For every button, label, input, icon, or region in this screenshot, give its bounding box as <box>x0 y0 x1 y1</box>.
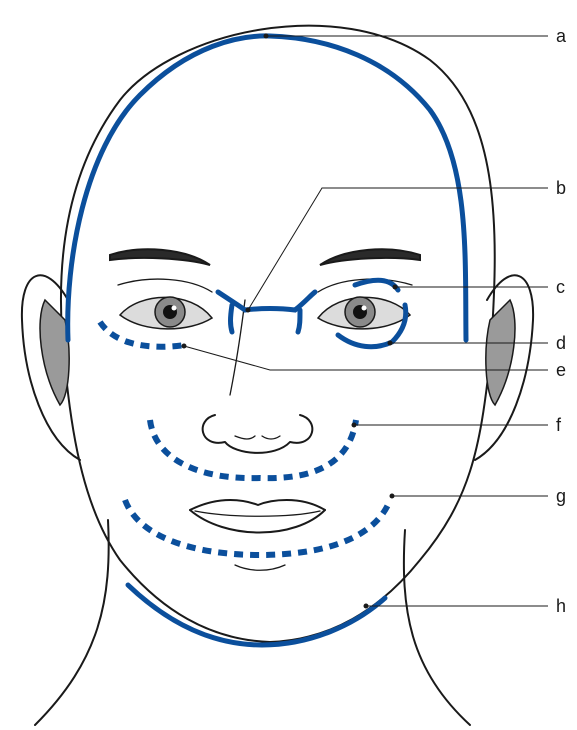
nose <box>203 300 313 453</box>
label-e: e <box>556 360 566 380</box>
label-b: b <box>556 178 566 198</box>
marking-c-upper-lid <box>355 280 398 290</box>
label-h: h <box>556 596 566 616</box>
marking-h-jawline <box>128 585 385 645</box>
head-outline <box>35 26 495 725</box>
left-eye <box>118 279 212 329</box>
mouth <box>190 500 325 570</box>
marking-b-glabella <box>218 292 315 332</box>
label-d: d <box>556 333 566 353</box>
label-c: c <box>556 277 565 297</box>
marking-g-marionette <box>125 500 390 555</box>
label-a: a <box>556 26 567 46</box>
label-f: f <box>556 415 562 435</box>
eyebrows <box>110 249 420 265</box>
right-ear <box>475 275 533 460</box>
left-ear <box>22 275 80 460</box>
marking-f-nasolabial <box>150 420 356 478</box>
label-g: g <box>556 486 566 506</box>
